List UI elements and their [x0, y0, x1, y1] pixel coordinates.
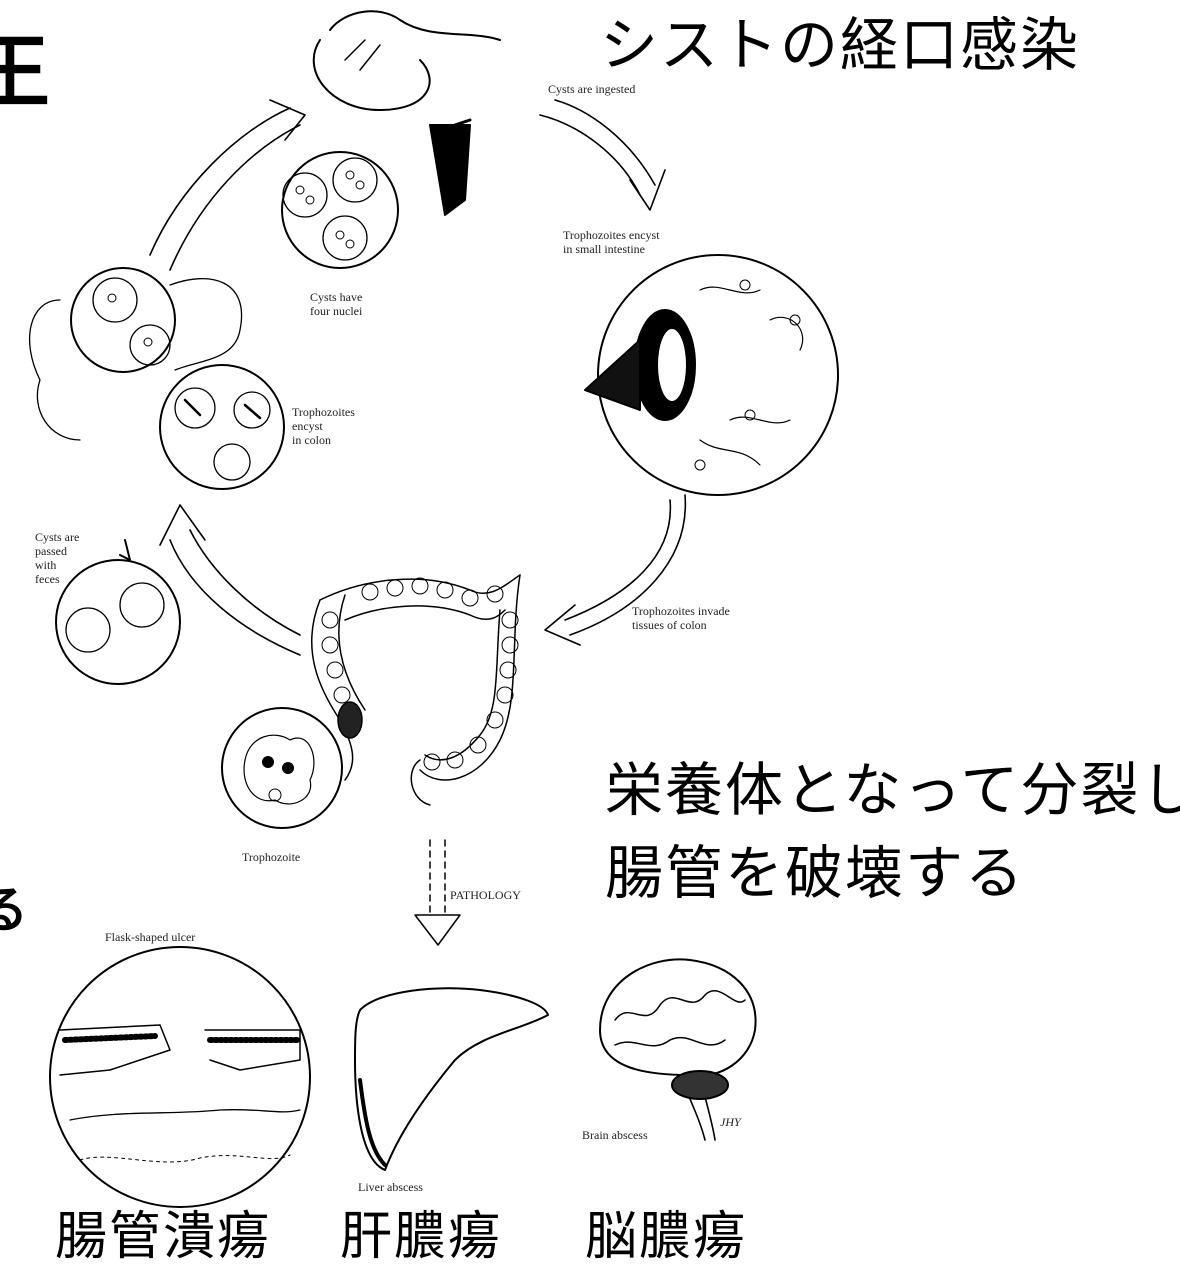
liver-drawing: [354, 987, 549, 1171]
label-cysts-four-nuclei: Cysts have four nuclei: [310, 290, 363, 318]
brain-drawing: [599, 958, 757, 1141]
caption-destroy: 腸管を破壊する: [605, 839, 1026, 907]
label-liver-abscess: Liver abscess: [358, 1180, 423, 1194]
label-troph-invade: Trophozoites invade tissues of colon: [632, 604, 730, 632]
cycle-arrows: [149, 99, 687, 656]
disease-label-liver-abscess: 肝膿瘍: [340, 1207, 503, 1267]
edge-glyph-bottom: る: [0, 881, 28, 939]
label-cysts-passed: Cysts are passed with feces: [35, 530, 80, 586]
label-cysts-ingested: Cysts are ingested: [548, 82, 636, 96]
colon-drawing: [311, 574, 521, 806]
cyst-four-nuclei-drawing: [281, 151, 399, 269]
trophozoite-drawing: [221, 707, 343, 829]
label-flask-ulcer: Flask-shaped ulcer: [105, 930, 196, 944]
label-signature: JHY: [720, 1115, 741, 1129]
label-troph-encyst-small: Trophozoites encyst in small intestine: [563, 228, 660, 256]
cysts-feces-drawing: [55, 539, 181, 685]
pathology-arrow: [414, 839, 461, 946]
encyst-colon-drawing: [159, 364, 285, 490]
label-trophozoite: Trophozoite: [242, 850, 301, 864]
title-oral-infection: シストの経口感染: [600, 11, 1081, 79]
caption-divide: 栄養体となって分裂し: [605, 756, 1180, 824]
label-troph-encyst-colon: Trophozoites encyst in colon: [292, 405, 355, 447]
disease-label-intestinal-ulcer: 腸管潰瘍: [55, 1207, 272, 1267]
label-brain-abscess: Brain abscess: [582, 1128, 648, 1142]
small-intestine-drawing: [584, 254, 839, 496]
cysts-left-drawing: [28, 267, 243, 441]
mouth-drawing: [312, 10, 501, 216]
label-pathology: PATHOLOGY: [450, 888, 521, 902]
disease-label-brain-abscess: 脳膿瘍: [585, 1207, 748, 1267]
flask-ulcer-drawing: [49, 946, 311, 1208]
edge-glyph-top: 王: [0, 26, 50, 119]
